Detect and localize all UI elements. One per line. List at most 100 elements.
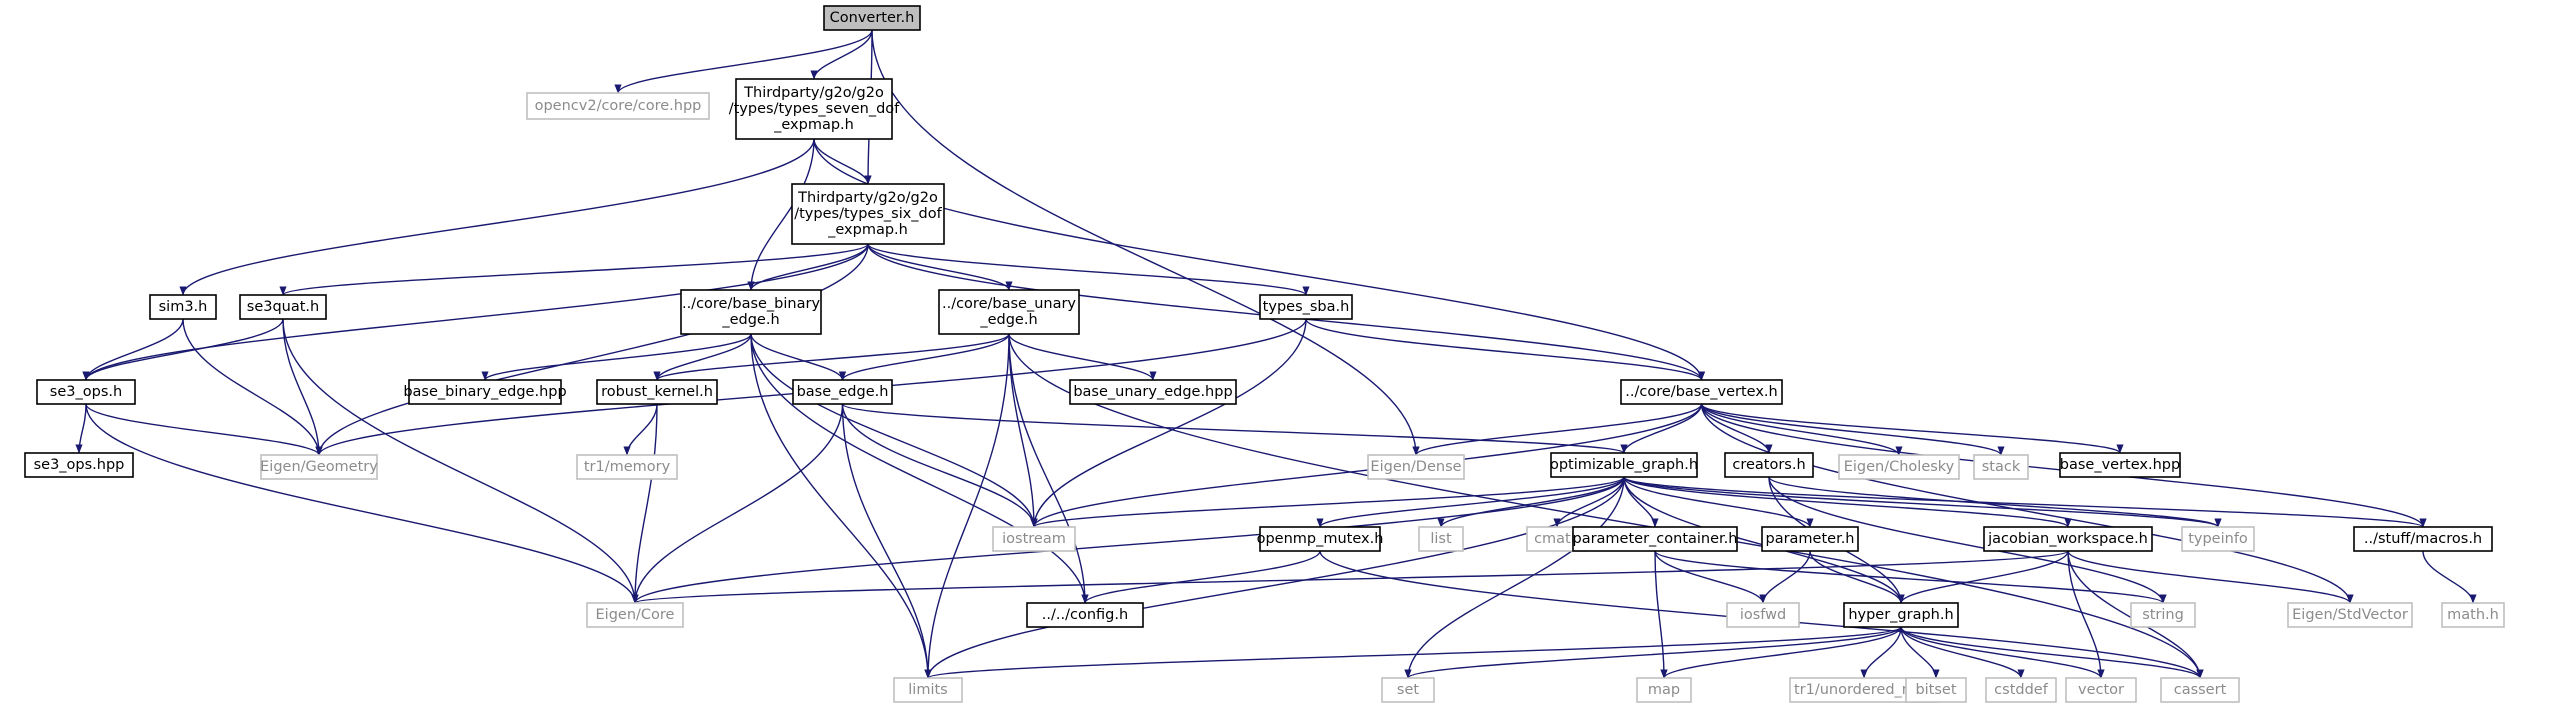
node-robust-kernel[interactable]: robust_kernel.h (596, 379, 718, 405)
node-opencv: opencv2/core/core.hpp (526, 92, 710, 120)
node-six[interactable]: Thirdparty/g2o/g2o/types/types_six_dof_e… (791, 183, 945, 245)
edge-base-edge-to-optimizable-graph (841, 403, 1628, 454)
node-box (1838, 454, 1960, 480)
node-label: opencv2/core/core.hpp (535, 98, 702, 114)
node-label: sim3.h (159, 299, 208, 315)
node-eigen-stdvector: Eigen/StdVector (2287, 602, 2413, 628)
node-label: cmath (1534, 531, 1580, 547)
edge-hyper-graph-to-cstddef (1900, 626, 2025, 679)
edge-hyper-graph-to-vector (1900, 626, 2105, 679)
node-stack: stack (1973, 454, 2029, 480)
node-label: list (1430, 531, 1452, 547)
node-creators[interactable]: creators.h (1724, 452, 1814, 478)
node-label: base_binary_edge.hpp (403, 384, 566, 400)
edge-unary-edge-to-robust-kernel (653, 333, 1010, 381)
edge-hyper-graph-to-cassert (1900, 626, 2204, 679)
node-base-vertex-hpp[interactable]: base_vertex.hpp (2059, 452, 2181, 478)
node-box (1259, 526, 1381, 552)
node-macros[interactable]: ../stuff/macros.h (2353, 526, 2493, 552)
node-label: Eigen/Cholesky (1844, 459, 1955, 475)
edge-layer (75, 29, 2477, 679)
node-label: jacobian_workspace.h (1987, 531, 2148, 547)
node-base-vertex[interactable]: ../core/base_vertex.h (1620, 379, 1783, 405)
node-optimizable-graph[interactable]: optimizable_graph.h (1550, 452, 1698, 478)
edge-base-edge-to-iostream (841, 403, 1038, 528)
node-label: bitset (1915, 682, 1956, 698)
node-sim3[interactable]: sim3.h (149, 294, 217, 320)
node-eigen-geometry: Eigen/Geometry (260, 454, 378, 480)
edge-six-to-binary-edge (747, 243, 869, 291)
node-label: typeinfo (2188, 531, 2248, 547)
node-label: openmp_mutex.h (1257, 531, 1384, 547)
node-box (36, 379, 136, 405)
edge-jacobian-workspace-to-hyper-graph (1897, 550, 2069, 604)
node-label: base_unary_edge.hpp (1073, 384, 1232, 400)
edge-binary-edge-to-iostream (750, 333, 1038, 528)
node-box (1726, 602, 1800, 628)
edge-base-vertex-to-creators (1700, 403, 1773, 454)
node-hyper-graph[interactable]: hyper_graph.h (1843, 602, 1959, 628)
node-label: Thirdparty/g2o/g2o/types/types_six_dof_e… (794, 190, 942, 238)
node-box (1026, 602, 1144, 628)
edge-se3quat-to-eigen-core (282, 318, 639, 604)
node-box (2065, 677, 2137, 703)
edge-hyper-graph-to-tr1-unordered-map (1860, 626, 1902, 679)
node-box (893, 677, 963, 703)
node-se3-ops-hpp[interactable]: se3_ops.hpp (24, 452, 134, 478)
edge-base-vertex-to-eigen-dense (1412, 403, 1703, 456)
node-openmp-mutex[interactable]: openmp_mutex.h (1257, 526, 1384, 552)
node-jacobian-workspace[interactable]: jacobian_workspace.h (1983, 526, 2153, 552)
node-box (1572, 526, 1738, 552)
node-label: stack (1982, 459, 2021, 475)
node-box (576, 454, 678, 480)
node-box (1905, 677, 1967, 703)
node-base-binary-edge-hpp[interactable]: base_binary_edge.hpp (403, 379, 567, 405)
node-box (2353, 526, 2493, 552)
node-label: Converter.h (830, 10, 915, 26)
node-se3-ops-h[interactable]: se3_ops.h (36, 379, 136, 405)
node-parameter-container[interactable]: parameter_container.h (1572, 526, 1738, 552)
node-box (596, 379, 718, 405)
node-box (526, 92, 710, 120)
node-binary-edge[interactable]: ../core/base_binary_edge.h (680, 289, 822, 335)
node-iosfwd: iosfwd (1726, 602, 1800, 628)
node-box (260, 454, 378, 480)
edge-optimizable-graph-to-openmp-mutex (1316, 476, 1625, 528)
edge-optimizable-graph-to-set (1404, 476, 1625, 679)
node-base-unary-edge-hpp[interactable]: base_unary_edge.hpp (1069, 379, 1237, 405)
edge-seven-to-sim3 (179, 138, 815, 296)
edge-binary-edge-to-limits (750, 333, 932, 679)
edge-parameter-to-iosfwd (1759, 550, 1811, 604)
edge-seven-to-base-vertex (813, 138, 1706, 381)
node-box (24, 452, 134, 478)
node-label: hyper_graph.h (1848, 607, 1953, 623)
node-label: Eigen/Core (596, 607, 675, 623)
node-config[interactable]: ../../config.h (1026, 602, 1144, 628)
node-unary-edge[interactable]: ../core/base_unary_edge.h (938, 289, 1080, 335)
node-types-sba[interactable]: types_sba.h (1259, 294, 1353, 320)
node-converter[interactable]: Converter.h (823, 5, 921, 31)
node-label: limits (908, 682, 947, 698)
node-label: parameter_container.h (1573, 531, 1738, 547)
node-bitset: bitset (1905, 677, 1967, 703)
edge-binary-edge-to-base-edge (750, 333, 847, 381)
node-base-edge[interactable]: base_edge.h (792, 379, 893, 405)
node-label: set (1397, 682, 1419, 698)
node-tr1-memory: tr1/memory (576, 454, 678, 480)
edge-unary-edge-to-limits (924, 333, 1010, 679)
node-label: iosfwd (1740, 607, 1786, 623)
node-box (1843, 602, 1959, 628)
node-label: vector (2078, 682, 2124, 698)
node-iostream: iostream (992, 526, 1076, 552)
node-label: tr1/memory (584, 459, 671, 475)
node-seven[interactable]: Thirdparty/g2o/g2o/types/types_seven_dof… (729, 78, 900, 140)
edge-optimizable-graph-to-macros (1623, 476, 2427, 528)
node-label: se3_ops.hpp (34, 457, 125, 473)
node-parameter[interactable]: parameter.h (1761, 526, 1859, 552)
edge-optimizable-graph-to-typeinfo (1623, 476, 2222, 528)
node-se3quat[interactable]: se3quat.h (239, 294, 327, 320)
node-label: math.h (2447, 607, 2499, 623)
edge-unary-edge-to-base-edge (838, 333, 1010, 381)
node-box (2059, 452, 2181, 478)
